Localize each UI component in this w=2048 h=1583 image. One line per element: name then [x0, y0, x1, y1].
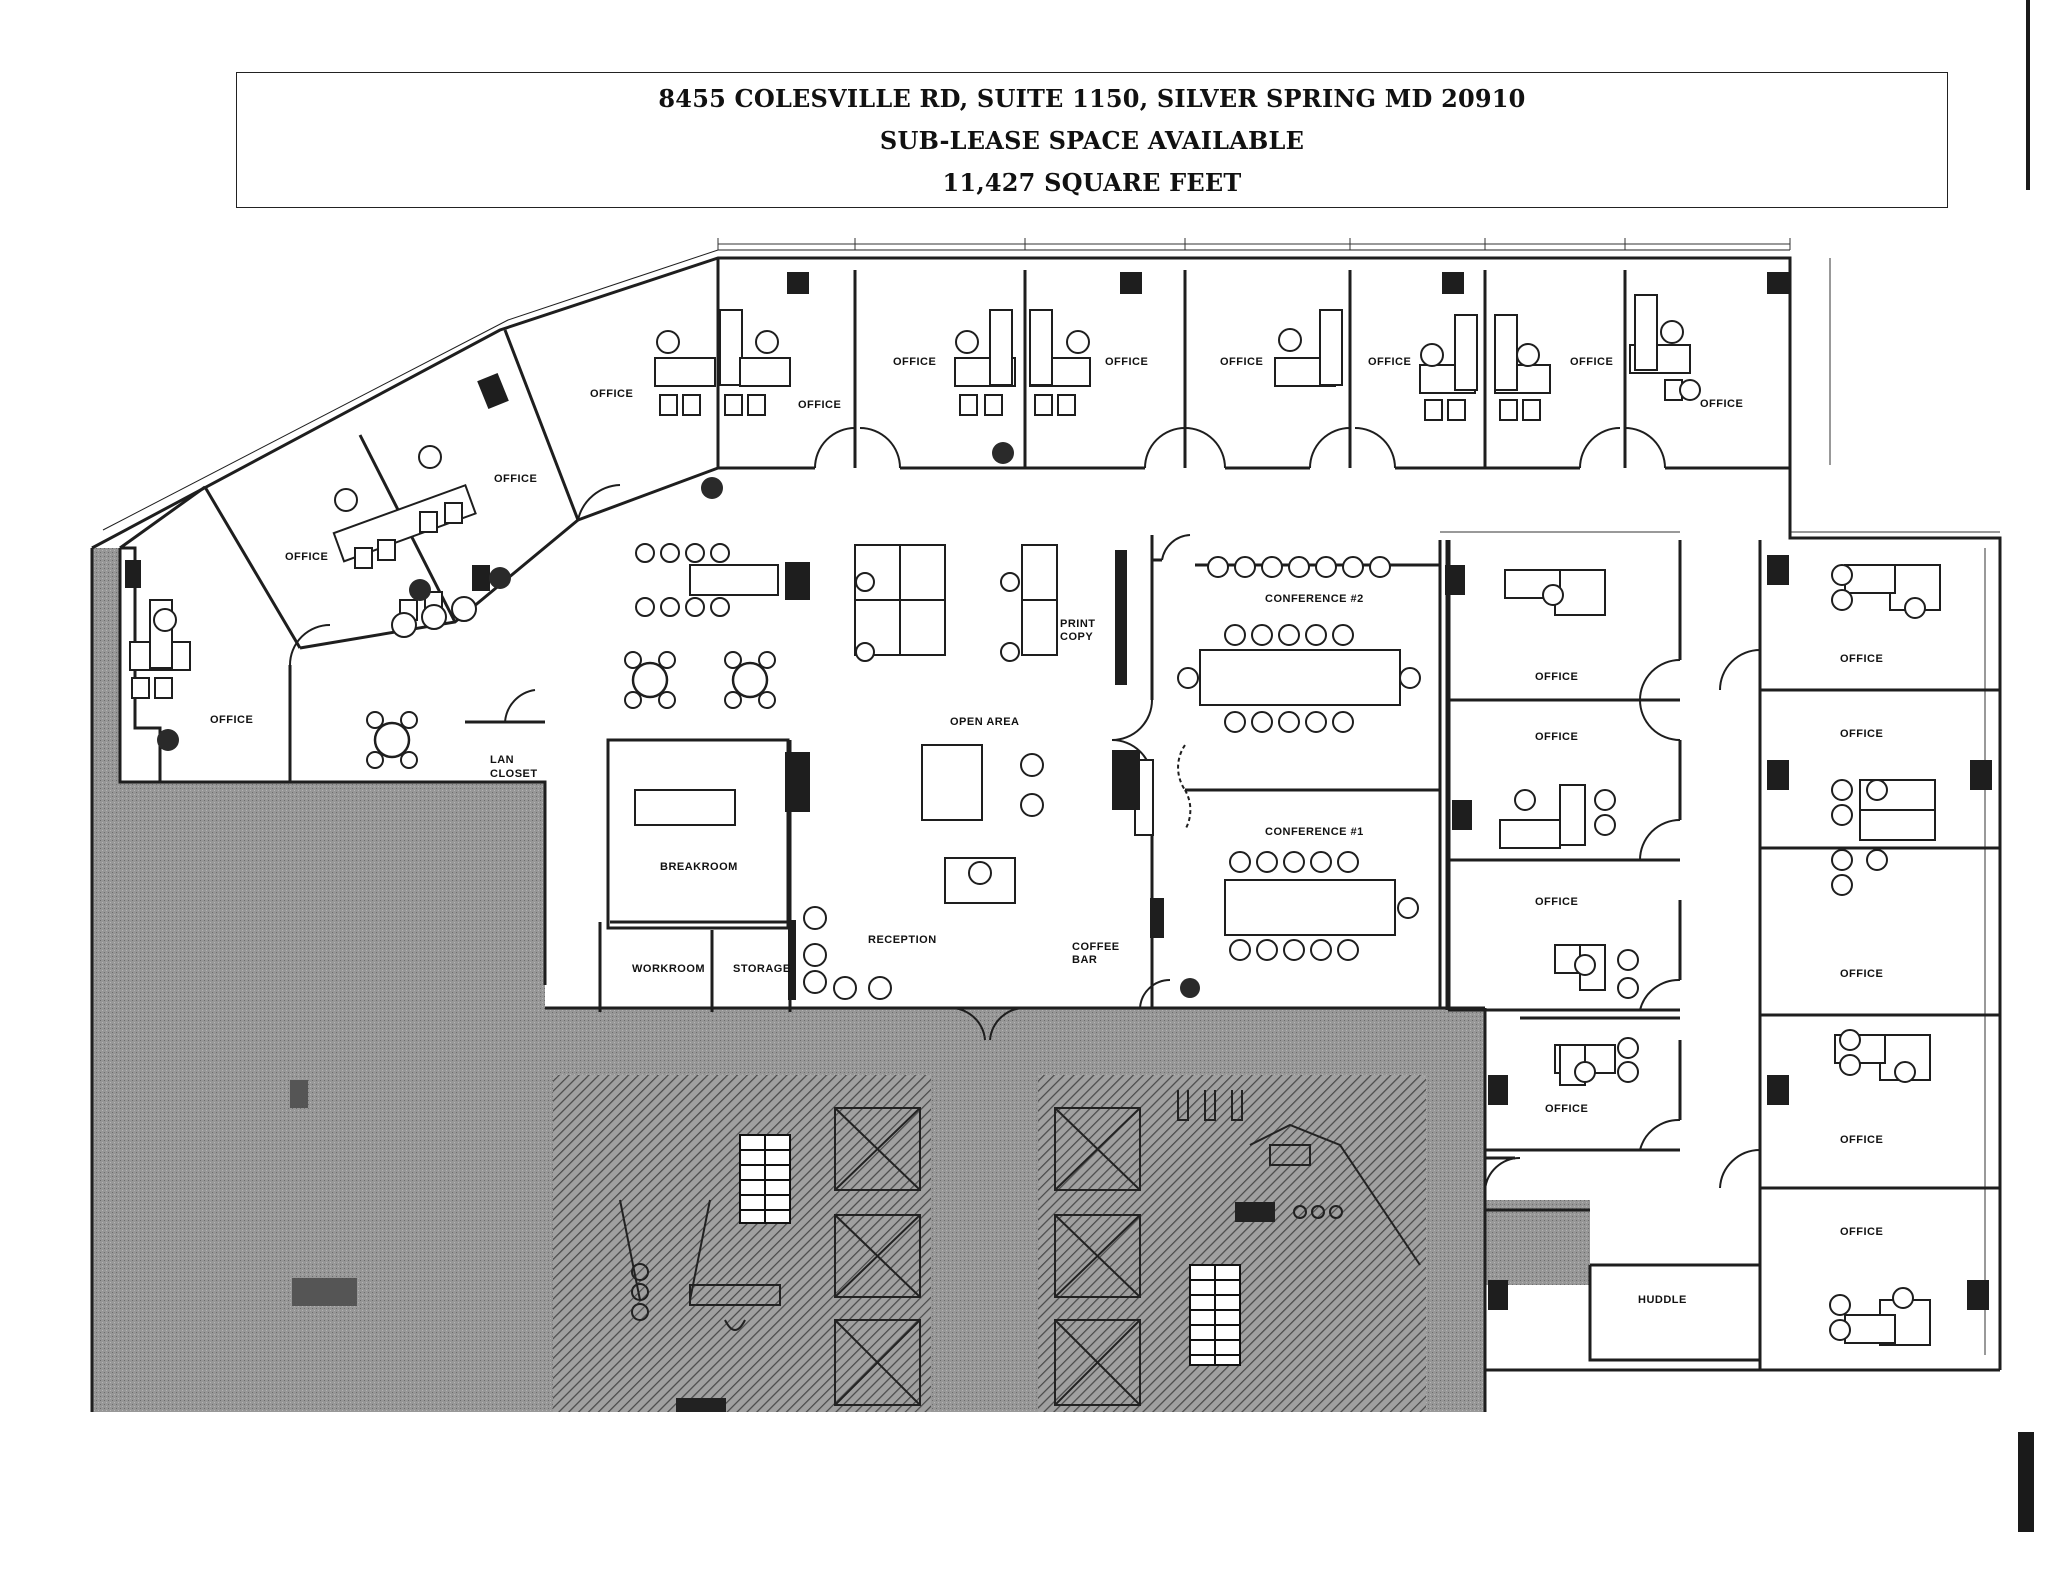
room-label-lan: LAN — [490, 754, 514, 766]
room-label-office: OFFICE — [1700, 398, 1743, 410]
square-footage: 11,427 SQUARE FEET — [942, 167, 1242, 197]
room-label-office: OFFICE — [210, 714, 253, 726]
room-label-workroom: WORKROOM — [632, 963, 705, 975]
scan-edge-mark — [2018, 1432, 2034, 1532]
elevator-core-left — [553, 1075, 931, 1412]
room-label-office: OFFICE — [1535, 671, 1578, 683]
column — [292, 1278, 357, 1306]
room-label-office: OFFICE — [285, 551, 328, 563]
building-core — [92, 548, 1590, 1412]
room-label-office: OFFICE — [1840, 1134, 1883, 1146]
column — [1235, 1202, 1275, 1222]
room-label-breakroom: BREAKROOM — [660, 861, 738, 873]
round-table-chairs — [366, 651, 776, 769]
dimension-lines — [717, 238, 2000, 1355]
room-label-office: OFFICE — [494, 473, 537, 485]
columns — [125, 272, 1992, 1310]
room-label-open-area: OPEN AREA — [950, 716, 1020, 728]
room-label-conference-1: CONFERENCE #1 — [1265, 826, 1364, 838]
room-label-office: OFFICE — [590, 388, 633, 400]
room-label-coffee: COFFEE — [1072, 941, 1120, 953]
room-label-office: OFFICE — [1220, 356, 1263, 368]
room-label-office: OFFICE — [1840, 653, 1883, 665]
room-label-office: OFFICE — [798, 399, 841, 411]
room-label-print: PRINT — [1060, 618, 1096, 630]
room-label-office: OFFICE — [1840, 728, 1883, 740]
elevator-shafts — [834, 1107, 1141, 1406]
restroom-fixtures — [619, 1090, 1421, 1331]
round-tables — [373, 661, 769, 759]
door-swings — [289, 427, 1761, 1191]
column — [676, 1398, 726, 1412]
room-label-office: OFFICE — [1368, 356, 1411, 368]
room-label-reception: RECEPTION — [868, 934, 937, 946]
title-block: 8455 COLESVILLE RD, SUITE 1150, SILVER S… — [236, 72, 1948, 208]
stairs — [739, 1134, 1241, 1366]
listing-status: SUB-LEASE SPACE AVAILABLE — [879, 125, 1305, 155]
room-label-office: OFFICE — [1105, 356, 1148, 368]
room-label-office: OFFICE — [1545, 1103, 1588, 1115]
room-label-office: OFFICE — [1840, 968, 1883, 980]
room-label-office: OFFICE — [1840, 1226, 1883, 1238]
room-labels: OFFICE OFFICE OFFICE OFFICE OFFICE OFFIC… — [210, 356, 1883, 1306]
scan-edge-mark — [2026, 0, 2030, 190]
room-label-bar: BAR — [1072, 954, 1097, 966]
plants — [157, 442, 1200, 998]
room-label-huddle: HUDDLE — [1638, 1294, 1687, 1306]
room-label-office: OFFICE — [893, 356, 936, 368]
room-label-conference-2: CONFERENCE #2 — [1265, 593, 1364, 605]
room-label-copy: COPY — [1060, 631, 1093, 643]
chairs — [153, 320, 1926, 1341]
property-address: 8455 COLESVILLE RD, SUITE 1150, SILVER S… — [658, 83, 1526, 113]
room-label-office: OFFICE — [1535, 896, 1578, 908]
room-label-closet: CLOSET — [490, 768, 538, 780]
column — [290, 1080, 308, 1108]
room-label-office: OFFICE — [1535, 731, 1578, 743]
room-label-storage: STORAGE — [733, 963, 791, 975]
room-label-office: OFFICE — [1570, 356, 1613, 368]
